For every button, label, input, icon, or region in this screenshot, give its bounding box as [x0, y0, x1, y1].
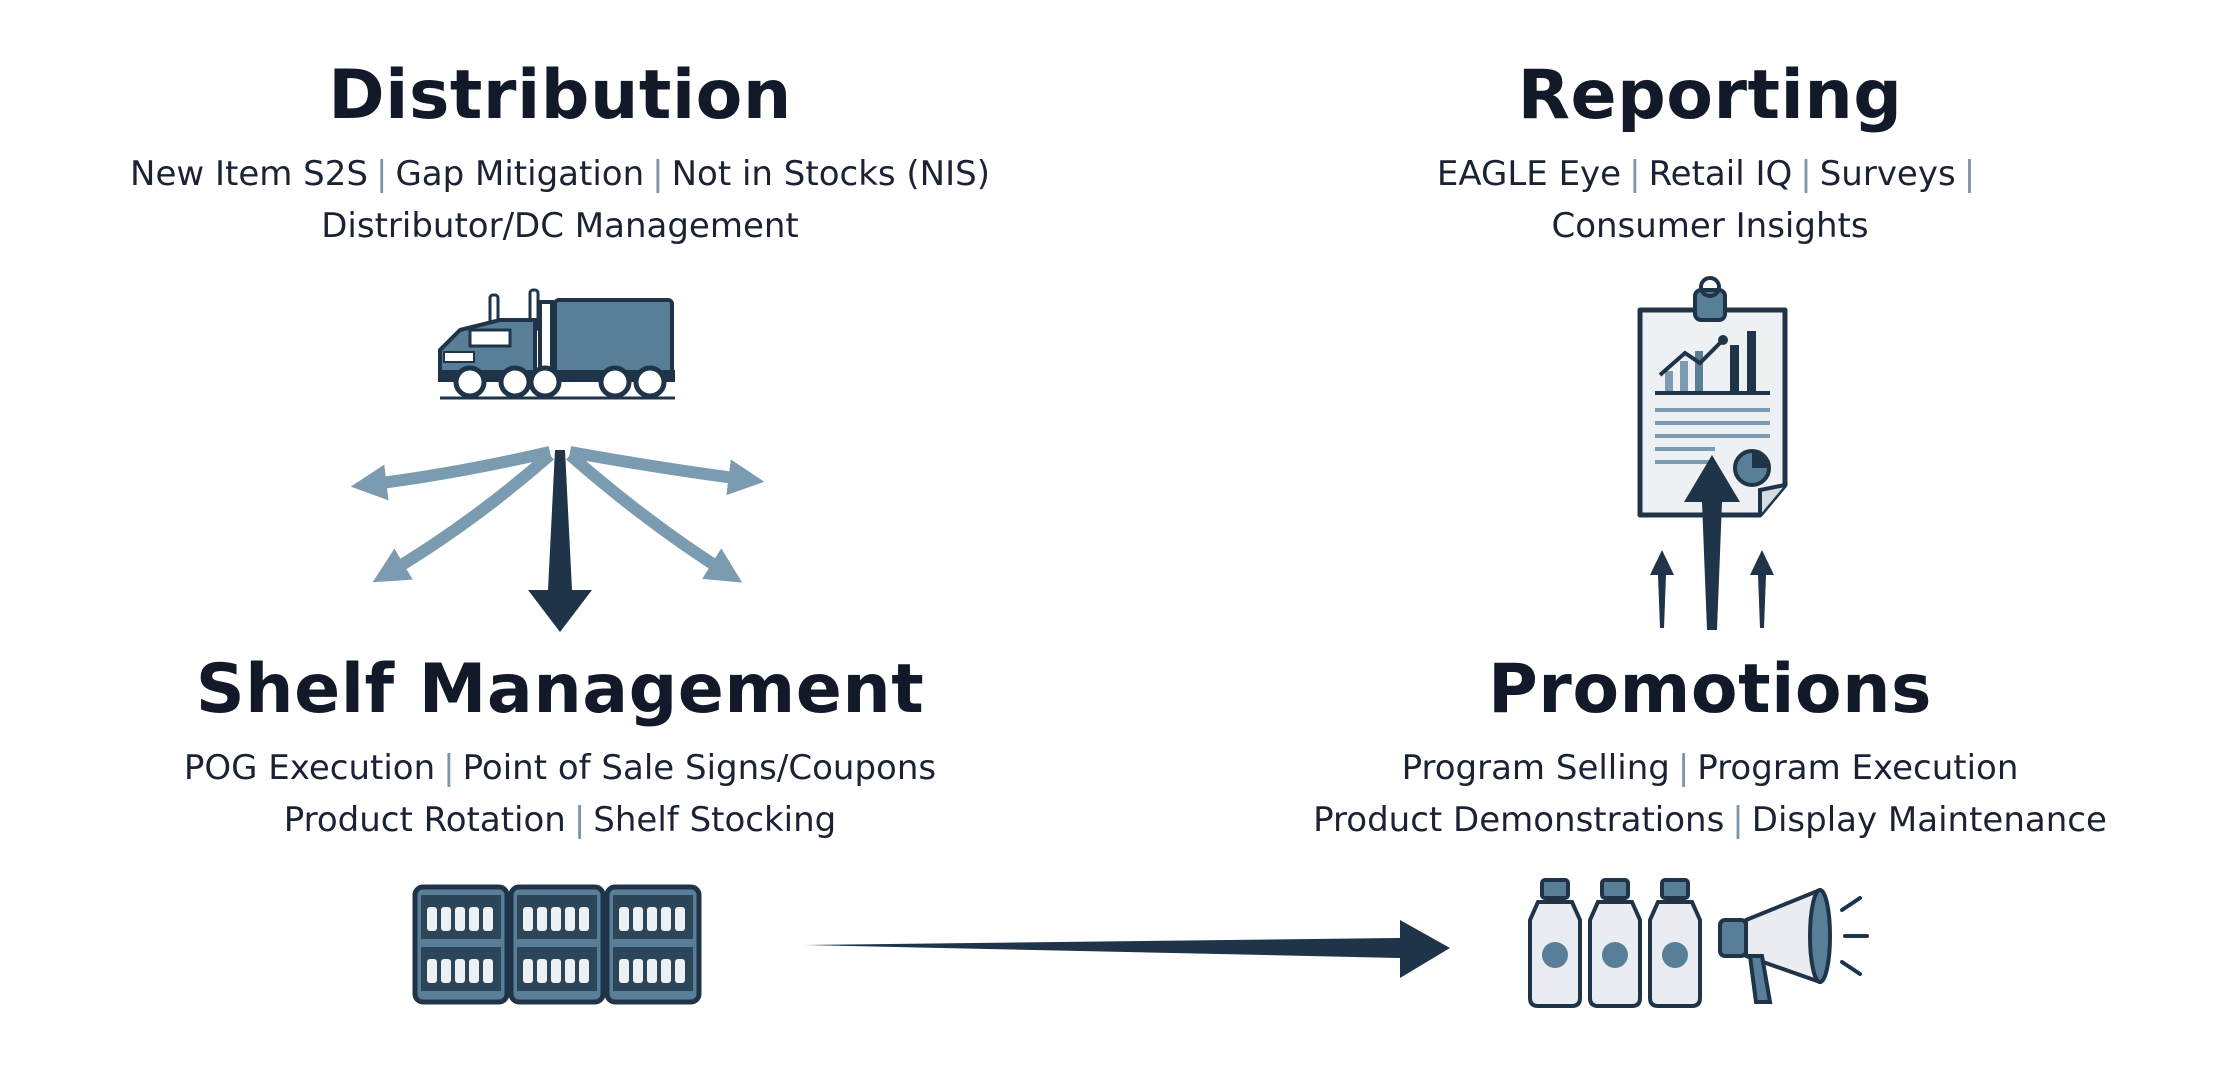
reporting-line-2: Consumer Insights — [1210, 200, 2210, 252]
store-shelves-icon — [412, 884, 702, 1005]
arrow-up-center — [1684, 455, 1740, 630]
promotions-item: Program Selling — [1401, 748, 1670, 788]
promotions-section: Promotions Program Selling|Program Execu… — [1210, 656, 2210, 846]
shelf-item: POG Execution — [183, 748, 436, 788]
shelf-management-section: Shelf Management POG Execution|Point of … — [60, 656, 1060, 846]
separator: | — [443, 748, 455, 788]
report-clipboard-icon — [1637, 276, 1788, 518]
promotions-item: Display Maintenance — [1751, 800, 2107, 840]
distribution-line-2: Distributor/DC Management — [60, 200, 1060, 252]
arrow-right — [568, 446, 765, 496]
separator: | — [573, 800, 586, 840]
separator: | — [652, 154, 664, 194]
promotions-title: Promotions — [1487, 650, 1933, 729]
shelf-item: Point of Sale Signs/Coupons — [462, 748, 937, 788]
promotions-line-2: Product Demonstrations|Display Maintenan… — [1210, 794, 2210, 846]
distribution-line-1: New Item S2S|Gap Mitigation|Not in Stock… — [60, 148, 1060, 200]
separator: | — [1629, 154, 1641, 194]
separator: | — [1800, 154, 1812, 194]
arrow-down-left — [372, 450, 554, 583]
distribution-item: Distributor/DC Management — [321, 206, 799, 246]
shelf-item: Product Rotation — [283, 800, 566, 840]
reporting-item: Surveys — [1819, 154, 1956, 194]
reporting-item: EAGLE Eye — [1436, 154, 1622, 194]
separator: | — [1963, 154, 1976, 194]
arrow-up-left — [1650, 550, 1674, 628]
separator: | — [1732, 800, 1744, 840]
distribution-item: Not in Stocks (NIS) — [671, 154, 990, 194]
bottles-megaphone-icon — [1528, 878, 1869, 1008]
distribution-item: New Item S2S — [130, 154, 368, 194]
reporting-up-arrows — [1650, 455, 1774, 630]
semi-truck-icon — [438, 288, 675, 400]
distribution-fan-arrows — [350, 446, 765, 632]
promotions-item: Product Demonstrations — [1313, 800, 1725, 840]
reporting-section: Reporting EAGLE Eye|Retail IQ|Surveys| C… — [1210, 62, 2210, 252]
separator: | — [1677, 748, 1690, 788]
separator: | — [375, 154, 388, 194]
distribution-title: Distribution — [328, 56, 792, 135]
arrow-down-center — [528, 450, 592, 632]
arrow-down-right — [566, 450, 743, 583]
arrow-left — [350, 446, 552, 501]
reporting-title: Reporting — [1517, 56, 1903, 135]
distribution-item: Gap Mitigation — [395, 154, 645, 194]
promotions-line-1: Program Selling|Program Execution — [1210, 742, 2210, 794]
reporting-item: Retail IQ — [1648, 154, 1793, 194]
shelf-item: Shelf Stocking — [593, 800, 837, 840]
distribution-section: Distribution New Item S2S|Gap Mitigation… — [60, 62, 1060, 252]
reporting-item: Consumer Insights — [1551, 206, 1869, 246]
shelf-management-title: Shelf Management — [195, 650, 925, 729]
arrow-up-right — [1750, 550, 1774, 628]
promotions-item: Program Execution — [1697, 748, 2019, 788]
shelf-line-2: Product Rotation|Shelf Stocking — [60, 794, 1060, 846]
reporting-line-1: EAGLE Eye|Retail IQ|Surveys| — [1210, 148, 2210, 200]
shelf-to-promotions-arrow — [805, 920, 1450, 978]
shelf-line-1: POG Execution|Point of Sale Signs/Coupon… — [60, 742, 1060, 794]
